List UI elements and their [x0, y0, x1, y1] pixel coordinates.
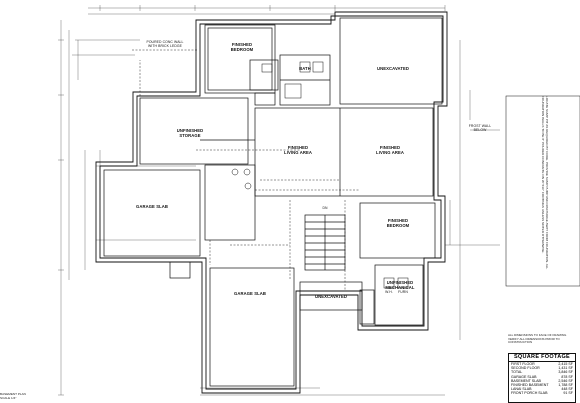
notes-frame — [505, 95, 580, 287]
room-label-living-area: FINISHED LIVING AREA — [284, 145, 312, 155]
square-footage-value: 91 SF — [563, 391, 573, 396]
square-footage-row: FINISHED BASEMENT 1,788 SF — [509, 383, 575, 387]
room-label-unexcavated-bottom: UNEXCAVATED — [314, 294, 348, 299]
scale-note: BASEMENT PLAN SCALE 1/4" — [0, 392, 26, 400]
square-footage-label: LANAI SLAB — [511, 387, 532, 392]
disclaimer-note: ALL DIMENSIONS TO FACE OF FRAMING VERIFY… — [508, 333, 567, 345]
dashed-lines — [132, 49, 360, 290]
foundation-walls — [95, 11, 448, 394]
square-footage-row: GARAGE SLAB 878 SF — [509, 375, 575, 379]
square-footage-row: SECOND FLOOR 1,431 SF — [509, 366, 575, 370]
square-footage-value: 3,846 SF — [558, 370, 573, 375]
square-footage-label: BASEMENT SLAB — [511, 378, 541, 383]
note-frost-wall: FROST WALL BELOW — [468, 124, 492, 132]
square-footage-label: SECOND FLOOR — [511, 366, 540, 371]
square-footage-row: TOTAL 3,846 SF — [509, 370, 575, 374]
room-label-bath: BATH — [299, 66, 311, 71]
room-label-garage-slab-left: GARAGE SLAB — [135, 204, 169, 209]
room-label-bedroom-right: FINISHED BEDROOM — [386, 218, 410, 228]
interior-walls — [103, 17, 443, 387]
note-furnace: FURN — [398, 290, 408, 294]
square-footage-value: 1,788 SF — [558, 383, 573, 388]
room-label-storage: UNFINISHED STORAGE — [176, 128, 204, 138]
square-footage-label: TOTAL — [511, 370, 523, 375]
general-notes: LOCATE SUMP PIT AS REQUIRED BY CODE. PRO… — [541, 96, 549, 270]
square-footage-row: FIRST FLOOR 2,415 SF — [509, 362, 575, 366]
room-label-unexcavated-top: UNEXCAVATED — [376, 66, 410, 71]
square-footage-row: LANAI SLAB 448 SF — [509, 387, 575, 391]
room-label-garage-slab-bottom: GARAGE SLAB — [233, 291, 267, 296]
note-stair-dn: DN — [322, 206, 328, 210]
square-footage-label: FRONT PORCH SLAB — [511, 391, 548, 396]
room-label-bedroom-top: FINISHED BEDROOM — [230, 42, 254, 52]
square-footage-label: FIRST FLOOR — [511, 362, 535, 366]
square-footage-value: 2,546 SF — [558, 378, 573, 383]
note-poured-wall: POURED CONC WALL WITH BRICK LEDGE — [146, 40, 184, 48]
square-footage-title: SQUARE FOOTAGE — [509, 354, 575, 362]
square-footage-row: FRONT PORCH SLAB 91 SF — [509, 391, 575, 395]
square-footage-value: 448 SF — [561, 387, 573, 392]
square-footage-value: 878 SF — [561, 374, 573, 379]
square-footage-label: FINISHED BASEMENT — [511, 383, 549, 388]
room-label-mechanical: UNFINISHED MECHANICAL — [385, 280, 415, 290]
room-label-living-area-right: FINISHED LIVING AREA — [376, 145, 404, 155]
fixtures — [231, 61, 409, 289]
square-footage-row: BASEMENT SLAB 2,546 SF — [509, 379, 575, 383]
square-footage-value: 2,415 SF — [558, 362, 573, 366]
square-footage-label: GARAGE SLAB — [511, 374, 537, 379]
note-water-heater: W.H. — [385, 290, 393, 294]
square-footage-value: 1,431 SF — [558, 366, 573, 371]
